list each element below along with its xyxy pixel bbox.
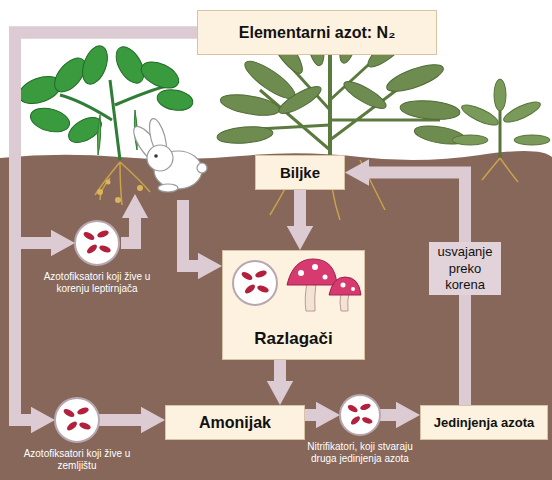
flow-arrow xyxy=(99,414,141,426)
ammonia-box: Amonijak xyxy=(165,405,305,440)
bacteria-circle-node: Nitrifikatori, koji stvaraju druga jedin… xyxy=(301,393,419,465)
bacteria-icon xyxy=(231,259,279,307)
decomposers-box: Razlagači xyxy=(222,250,365,360)
bacteria-label: Nitrifikatori, koji stvaraju druga jedin… xyxy=(301,441,419,465)
box-label: Razlagači xyxy=(254,329,332,349)
flow-arrow xyxy=(305,409,316,421)
compounds-box: Jedinjenja azota xyxy=(420,405,548,440)
flow-arrow xyxy=(274,360,286,381)
root-nodules xyxy=(97,180,143,204)
bacteria-circle-node: Azotofiksatori koji žive u zemljištu xyxy=(18,396,136,472)
bacteria-icon xyxy=(231,259,279,307)
legume-plant xyxy=(15,42,194,160)
plants-box: Biljke xyxy=(255,155,345,190)
box-label: Elementarni azot: N₂ xyxy=(239,24,395,42)
flow-arrow xyxy=(294,190,306,226)
flow-arrow xyxy=(15,33,197,244)
flow-arrow xyxy=(15,33,197,421)
edge-label: usvajanje preko korena xyxy=(429,242,501,295)
flow-arrow xyxy=(121,218,135,243)
element-box: Elementarni azot: N₂ xyxy=(197,10,437,55)
mushroom-icon xyxy=(285,255,363,317)
box-label: Biljke xyxy=(280,164,320,181)
bacteria-label: Azotofiksatori koji žive u zemljištu xyxy=(18,448,136,472)
flow-arrow xyxy=(183,200,198,266)
bacteria-icon xyxy=(338,393,382,437)
bacteria-circle-node: Azotofiksatori koji žive u korenju lepti… xyxy=(35,219,159,295)
soil xyxy=(0,151,552,480)
box-label: Amonijak xyxy=(199,414,271,432)
flow-arrow xyxy=(380,409,396,421)
bacteria-icon xyxy=(53,396,101,444)
small-plant xyxy=(452,79,550,158)
bacteria-label: Azotofiksatori koji žive u korenju lepti… xyxy=(35,271,159,295)
bacteria-icon xyxy=(73,219,121,267)
sky xyxy=(0,0,552,160)
rabbit xyxy=(129,117,207,192)
box-label: Jedinjenja azota xyxy=(434,415,534,430)
